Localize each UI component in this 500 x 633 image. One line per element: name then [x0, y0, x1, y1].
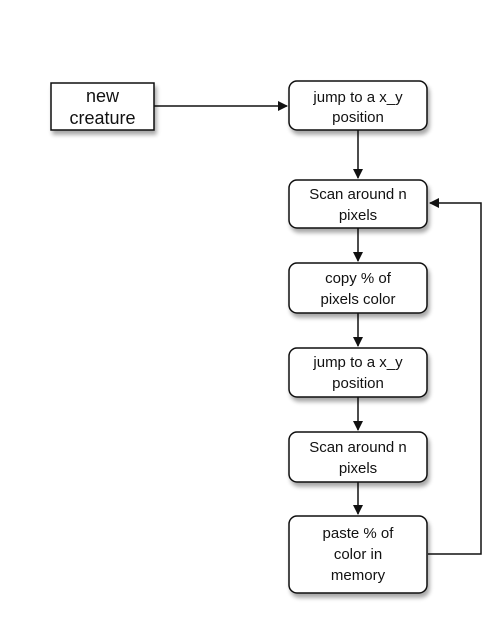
step-jump-2-box — [288, 347, 428, 398]
step-jump-1: jump to a x_y position — [288, 80, 428, 131]
step-copy-box — [288, 262, 428, 314]
svg-text:pixels color: pixels color — [320, 291, 395, 308]
step-paste-line-2: color in — [334, 546, 382, 563]
svg-text:color in: color in — [334, 546, 382, 563]
step-scan-1-box — [288, 179, 428, 229]
svg-text:Scan around n: Scan around n — [309, 186, 407, 203]
step-jump-1-box — [288, 80, 428, 131]
step-jump-1-line-1: jump to a x_y — [312, 89, 403, 106]
start-label-line-2: creature — [69, 108, 135, 128]
step-scan-2-line-2: pixels — [339, 460, 377, 477]
svg-text:pixels: pixels — [339, 207, 377, 224]
svg-text:jump to a x_y: jump to a x_y — [312, 89, 403, 106]
start-box — [50, 82, 155, 131]
step-paste: paste % of color in memory — [288, 515, 428, 594]
step-scan-1: Scan around n pixels — [288, 179, 428, 229]
step-copy-line-1: copy % of — [325, 270, 392, 287]
svg-text:new: new — [86, 86, 120, 106]
connectors — [154, 101, 482, 555]
svg-text:jump to a x_y: jump to a x_y — [312, 354, 403, 371]
svg-text:position: position — [332, 109, 384, 126]
step-jump-2-line-2: position — [332, 375, 384, 392]
step-paste-box — [288, 515, 428, 594]
step-paste-line-1: paste % of — [323, 525, 395, 542]
step-scan-1-line-2: pixels — [339, 207, 377, 224]
step-copy-line-2: pixels color — [320, 291, 395, 308]
step-jump-1-line-2: position — [332, 109, 384, 126]
svg-text:Scan around n: Scan around n — [309, 439, 407, 456]
step-scan-2-line-1: Scan around n — [309, 439, 407, 456]
start-node: new creature — [50, 82, 155, 131]
step-scan-1-line-1: Scan around n — [309, 186, 407, 203]
svg-text:pixels: pixels — [339, 460, 377, 477]
start-label-line-1: new — [86, 86, 120, 106]
svg-text:copy % of: copy % of — [325, 270, 392, 287]
step-paste-line-3: memory — [331, 567, 386, 584]
step-jump-2: jump to a x_y position — [288, 347, 428, 398]
svg-text:paste % of: paste % of — [323, 525, 395, 542]
step-scan-2-box — [288, 431, 428, 483]
svg-text:position: position — [332, 375, 384, 392]
step-jump-2-line-1: jump to a x_y — [312, 354, 403, 371]
step-copy: copy % of pixels color — [288, 262, 428, 314]
svg-text:creature: creature — [69, 108, 135, 128]
svg-text:memory: memory — [331, 567, 386, 584]
arrow-loop-back — [428, 198, 482, 555]
step-scan-2: Scan around n pixels — [288, 431, 428, 483]
